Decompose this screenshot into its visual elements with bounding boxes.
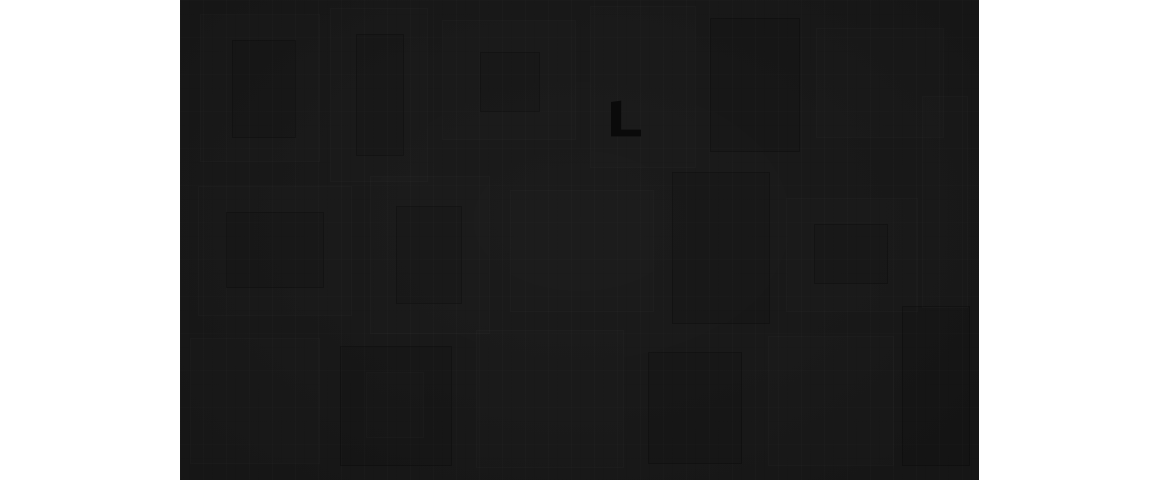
vertical-striation-texture <box>180 0 979 480</box>
ghost-panel <box>902 306 970 466</box>
ghost-panel <box>396 206 462 304</box>
ghost-panel <box>476 330 624 468</box>
ghost-panel <box>672 172 770 324</box>
ghost-panel <box>510 190 654 312</box>
ghost-panel <box>710 18 800 152</box>
left-margin <box>0 0 180 480</box>
ghost-panel <box>190 338 320 464</box>
horizontal-banding-texture <box>180 0 979 480</box>
ghost-panel <box>480 52 540 112</box>
ghost-panel <box>226 212 324 288</box>
ghost-panel <box>330 8 428 182</box>
vignette-overlay <box>180 0 979 480</box>
letter-l-shape <box>611 100 641 137</box>
ghost-panel <box>370 176 490 334</box>
ghost-panel <box>200 14 320 162</box>
ghost-panel <box>340 346 452 466</box>
dark-viewport[interactable] <box>180 0 979 480</box>
ghost-panel <box>814 224 888 284</box>
ghost-panel <box>590 6 696 168</box>
ghost-panel <box>648 352 742 464</box>
right-margin <box>979 0 1160 480</box>
ghost-panel <box>442 20 576 140</box>
ghost-panel <box>198 186 352 316</box>
ghost-panel <box>366 372 424 438</box>
ghost-panel <box>356 34 404 156</box>
center-letter-l-glyph <box>608 100 642 140</box>
ghost-panel <box>816 28 944 138</box>
ghost-panel <box>786 198 918 312</box>
ghost-panel <box>768 336 894 466</box>
ghost-panel <box>922 96 968 308</box>
ghost-panel <box>232 40 296 138</box>
